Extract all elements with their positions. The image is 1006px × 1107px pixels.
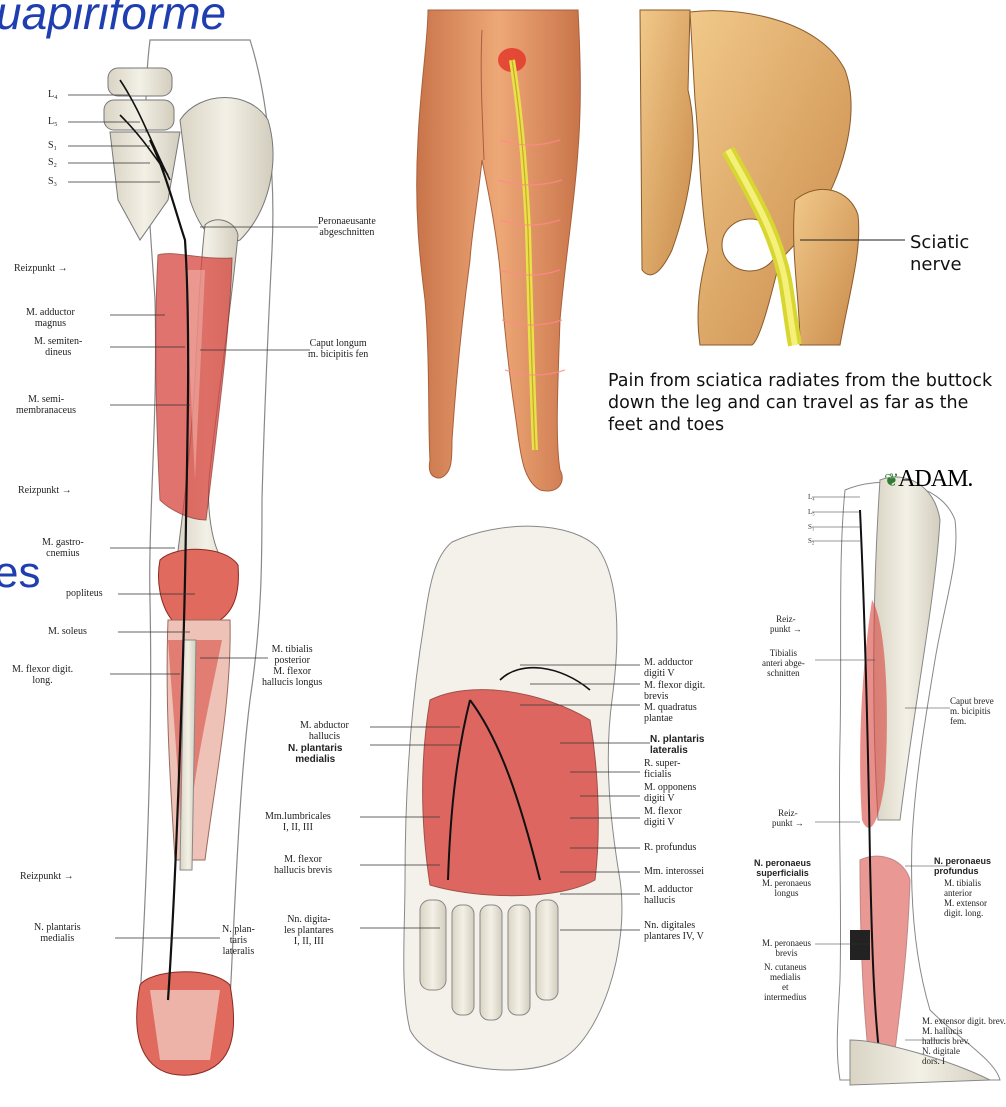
adam-logo: ❦ADAM. <box>884 466 972 493</box>
left-leg-label: Caput longum m. bicipitis fen <box>308 338 368 360</box>
vertebra-label: S₁ <box>48 140 57 151</box>
left-leg-label: M. tibialis posterior M. flexor hallucis… <box>262 644 322 688</box>
right-leg-label: M. peronaeus brevis <box>762 938 811 958</box>
left-leg-label: M. gastro- cnemius <box>42 537 84 559</box>
foot-label: M. flexor digit. brevis <box>644 680 705 702</box>
leaf-icon: ❦ <box>884 470 898 490</box>
right-vertebra-label: S₁ <box>808 523 814 531</box>
right-leg-label: Reiz- punkt → <box>770 614 802 634</box>
left-leg-label: M. semi- membranaceus <box>16 394 76 416</box>
foot-plantar-illustration <box>360 526 650 1070</box>
sciatic-nerve-label: Sciatic nerve <box>910 232 969 276</box>
adam-logo-text: ADAM. <box>898 466 972 492</box>
right-leg-label: M. extensor digit. long. <box>944 898 987 918</box>
sciatica-caption: Pain from sciatica radiates from the but… <box>608 370 1006 436</box>
right-leg-label: N. peronaeus profundus <box>934 856 991 876</box>
foot-label: Mm.lumbricales I, II, III <box>265 811 331 833</box>
vertebra-label: L₄ <box>48 89 58 100</box>
foot-label: M. abductor hallucis <box>300 720 349 742</box>
foot-label: M. adductor hallucis <box>644 884 693 906</box>
foot-label: Mm. interossei <box>644 866 704 877</box>
right-leg-label: N. cutaneus medialis et intermedius <box>764 962 807 1002</box>
foot-label: Nn. digitales plantares IV, V <box>644 920 704 942</box>
right-vertebra-label: L₅ <box>808 508 815 516</box>
foot-label: N. plantaris lateralis <box>650 734 704 756</box>
left-leg-label: M. adductor magnus <box>26 307 75 329</box>
left-leg-label: M. flexor digit. long. <box>12 664 73 686</box>
foot-label: M. opponens digiti V <box>644 782 696 804</box>
right-leg-label: Caput breve m. bicipitis fem. <box>950 696 994 726</box>
left-leg-label: M. semiten- dineus <box>34 336 82 358</box>
vertebra-label: S₂ <box>48 157 57 168</box>
left-leg-label: N. plantaris medialis <box>34 922 81 944</box>
right-leg-label: Tibialis anteri abge- schnitten <box>762 648 805 678</box>
left-leg-label: Peronaeusante abgeschnitten <box>318 216 376 238</box>
left-leg-label: popliteus <box>66 588 103 599</box>
right-leg-label: M. extensor digit. brev. M. hallucis hal… <box>922 1016 1006 1066</box>
foot-label: M. flexor hallucis brevis <box>274 854 332 876</box>
vertebra-label: L₅ <box>48 116 58 127</box>
left-leg-label: Reizpunkt → <box>20 871 74 882</box>
foot-label: R. profundus <box>644 842 696 853</box>
foot-label: R. super- ficialis <box>644 758 680 780</box>
right-leg-label: Reiz- punkt → <box>772 808 804 828</box>
left-leg-label: Reizpunkt → <box>14 263 68 274</box>
foot-label: M. quadratus plantae <box>644 702 697 724</box>
right-leg-illustration: L₄ L₅ S₁ S₂ <box>808 477 1000 1085</box>
body-posterior-illustration <box>417 10 581 491</box>
left-leg-illustration <box>68 40 318 1075</box>
right-vertebra-label: S₂ <box>808 537 815 545</box>
vertebra-label: S₃ <box>48 176 57 187</box>
foot-label: M. flexor digiti V <box>644 806 682 828</box>
foot-label: Nn. digita- les plantares I, II, III <box>284 914 334 947</box>
pelvis-illustration <box>640 10 905 345</box>
side-title-fragment: es <box>0 548 40 598</box>
right-leg-label: N. peronaeus superficialis <box>754 858 811 878</box>
left-leg-label: N. plan- taris lateralis <box>222 924 255 957</box>
slide-title: uapiriforme <box>0 0 226 40</box>
foot-label: N. plantaris medialis <box>288 743 342 765</box>
left-leg-label: Reizpunkt → <box>18 485 72 496</box>
right-vertebra-label: L₄ <box>808 493 815 501</box>
right-leg-label: M. peronaeus longus <box>762 878 811 898</box>
foot-label: M. adductor digiti V <box>644 657 693 679</box>
left-leg-label: M. soleus <box>48 626 87 637</box>
right-leg-label: M. tibialis anterior <box>944 878 981 898</box>
